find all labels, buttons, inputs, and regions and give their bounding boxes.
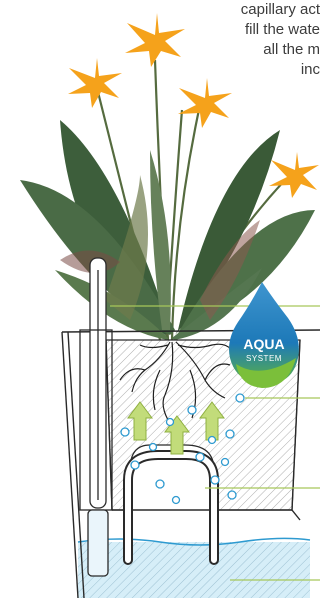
badge-brand-bottom: SYSTEM [246, 354, 282, 363]
flowers [68, 13, 319, 198]
badge-brand-top: AQUA [243, 336, 284, 352]
